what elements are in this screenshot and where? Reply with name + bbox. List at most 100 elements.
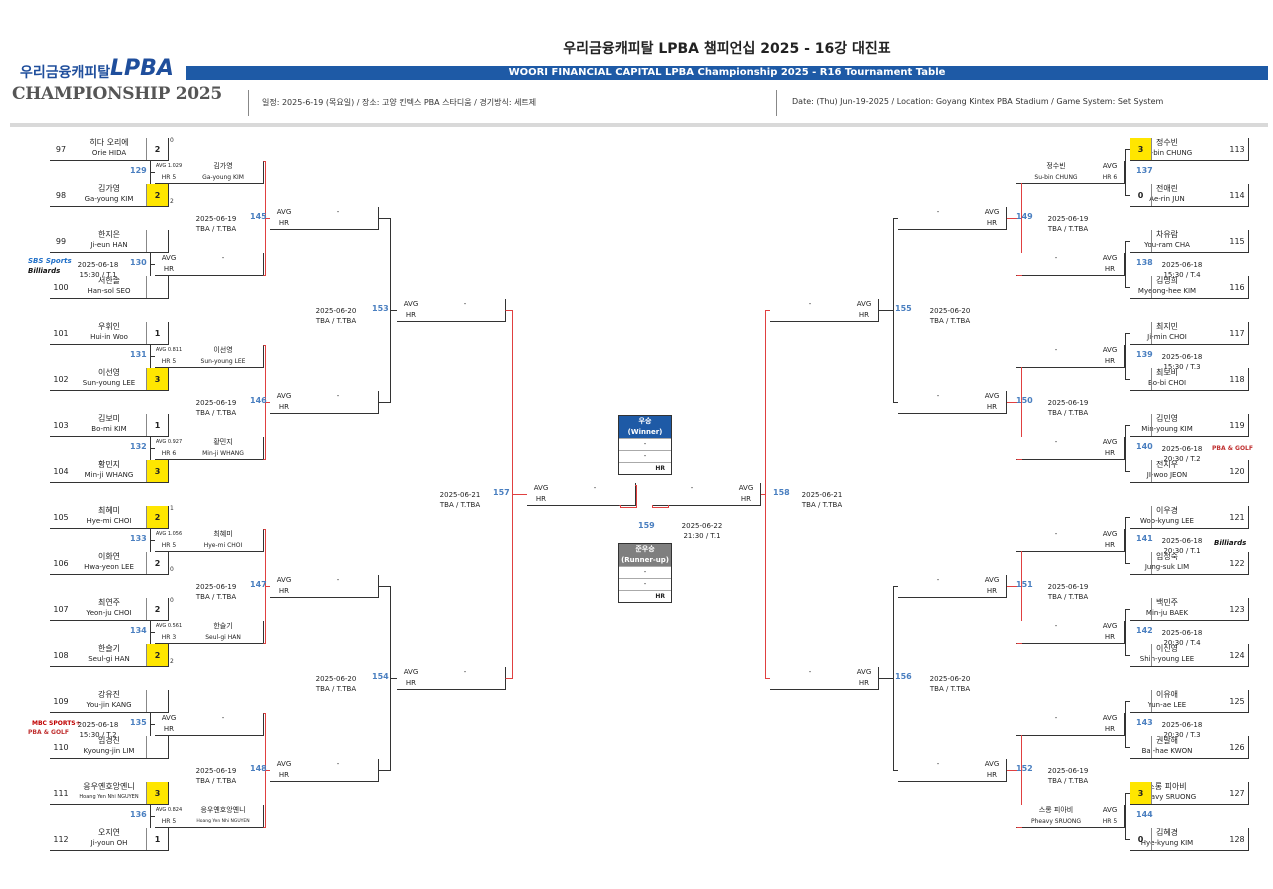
bracket-line [765,310,771,679]
match-date: 2025-06-20 [929,675,971,683]
player-name-korean: 전지우 [1155,460,1179,469]
player-name-korean: 김보미 [97,414,121,423]
runner-up-row: - [619,566,671,578]
player-seed: 104 [53,466,69,476]
player-score [1130,736,1152,758]
player-name-english: Min-ji WHANG [84,471,134,479]
player-set-score: 2 [170,198,174,205]
player-name-english: Sun-young LEE [82,379,136,387]
match-time: TBA / T.TBA [195,593,237,601]
player-seed: 121 [1229,512,1245,522]
qf-match-name-english [298,586,378,597]
player-seed: 114 [1229,190,1245,200]
qf-match-hr: HR [278,219,290,227]
r16-match-avg: AVG [1102,254,1118,262]
r16-match-avg: AVG 0.927 [155,439,183,445]
match-number-r16: 144 [1136,810,1153,819]
match-date: 2025-06-19 [195,215,237,223]
qf-match-hr: HR [278,771,290,779]
final-four-match-avg: AVG [738,484,754,492]
r16-match-name-english [1016,540,1096,551]
match-date: 2025-06-19 [1047,399,1089,407]
sf-match-avg: AVG [403,300,419,308]
match-time: TBA / T.TBA [1047,409,1089,417]
r16-match-hr: HR [1104,265,1116,273]
qf-match-avg: AVG [984,208,1000,216]
player-score: 3 [146,368,168,390]
match-date: 2025-06-18 [1161,721,1203,729]
player-name-korean: 스롱 피아비 [1147,782,1187,791]
r16-match-name-korean: - [221,714,225,722]
sf-match-hr: HR [858,679,870,687]
match-number-r16: 129 [130,166,147,175]
qf-match-name-english [298,770,378,781]
match-date: 2025-06-18 [1161,445,1203,453]
broadcaster-logo-pba-golf: PBA & GOLF [1212,445,1253,452]
player-name-korean: 임경진 [97,736,121,745]
runner-up-subtitle: (Runner-up) [621,556,669,564]
match-date: 2025-06-19 [1047,215,1089,223]
final-four-match-name-korean: - [690,484,694,492]
page-title: 우리금융캐피탈 LPBA 챔피언십 2025 - 16강 대진표 [563,41,891,57]
player-score [146,736,168,758]
logo-lpba: LPBA [110,56,174,81]
runner-up-title: 준우승 [635,545,655,553]
sf-match-name-korean: - [808,668,812,676]
r16-match-hr: HR 3 [161,634,177,641]
qf-match-hr: HR [278,587,290,595]
qf-match-name-english [898,218,978,229]
player-name-korean: 임정숙 [1155,552,1179,561]
player-name-korean: 차유람 [1155,230,1179,239]
match-time: TBA / T.TBA [315,317,357,325]
player-seed: 117 [1229,328,1245,338]
qf-match-name-korean: - [936,576,940,584]
r16-match-hr: HR [163,725,175,733]
player-score [1130,460,1152,482]
qf-match-avg: AVG [276,760,292,768]
r16-match-hr: HR 5 [161,174,177,181]
player-name-english: Hye-mi CHOI [86,517,132,525]
winner-title: 우승 [638,417,652,425]
player-seed: 123 [1229,604,1245,614]
match-time: TBA / T.TBA [315,685,357,693]
player-name-korean: 이우경 [1155,506,1179,515]
r16-match-name-korean: 스롱 피아비 [1038,806,1074,814]
r16-match-hr: HR 5 [161,542,177,549]
match-number-r16: 130 [130,258,147,267]
player-seed: 113 [1229,144,1245,154]
player-seed: 100 [53,282,69,292]
player-set-score: 0 [170,566,174,573]
runner-up-row: - [619,578,671,590]
player-name-english: Yun-ae LEE [1147,701,1187,709]
player-seed: 127 [1229,788,1245,798]
player-name-korean: 한슬기 [97,644,121,653]
r16-match-hr: HR 6 [161,450,177,457]
player-set-score: 0 [170,597,174,604]
match-time: TBA / T.TBA [929,685,971,693]
r16-match-name-english [1016,448,1096,459]
player-seed: 97 [55,144,67,154]
player-seed: 99 [55,236,67,246]
